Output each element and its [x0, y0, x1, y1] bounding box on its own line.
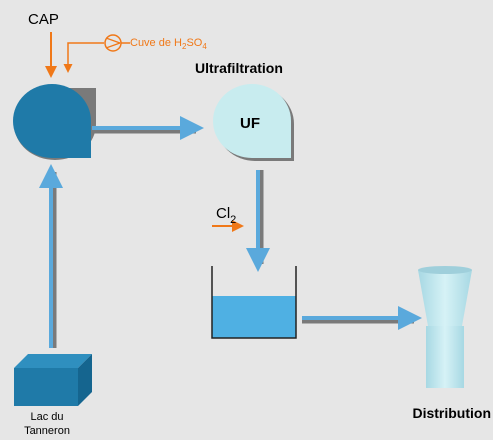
contactor-tank [13, 84, 96, 160]
lake-label-line1: Lac du [30, 411, 63, 423]
chlorine-label: Cl2 [216, 205, 236, 226]
pipe-uf-to-basin [246, 170, 270, 272]
pipe-contactor-to-uf [92, 116, 204, 140]
cap-label: CAP [28, 11, 59, 28]
acid-dosing-line [63, 34, 130, 73]
distribution-label: Distribution [412, 405, 491, 421]
uf-label: UF [240, 115, 260, 132]
lake-label-line2: Tanneron [24, 425, 70, 437]
acid-tank-label: Cuve de H2SO4 [130, 37, 207, 51]
ultrafiltration-label: Ultrafiltration [195, 60, 283, 76]
treated-water-basin [211, 266, 297, 339]
pump-icon [104, 34, 122, 52]
lake-reservoir [14, 354, 92, 406]
pipe-basin-to-distribution [302, 306, 422, 330]
uf-unit [213, 84, 294, 161]
pipe-lake-to-contactor [39, 164, 63, 348]
water-tower [418, 266, 472, 388]
